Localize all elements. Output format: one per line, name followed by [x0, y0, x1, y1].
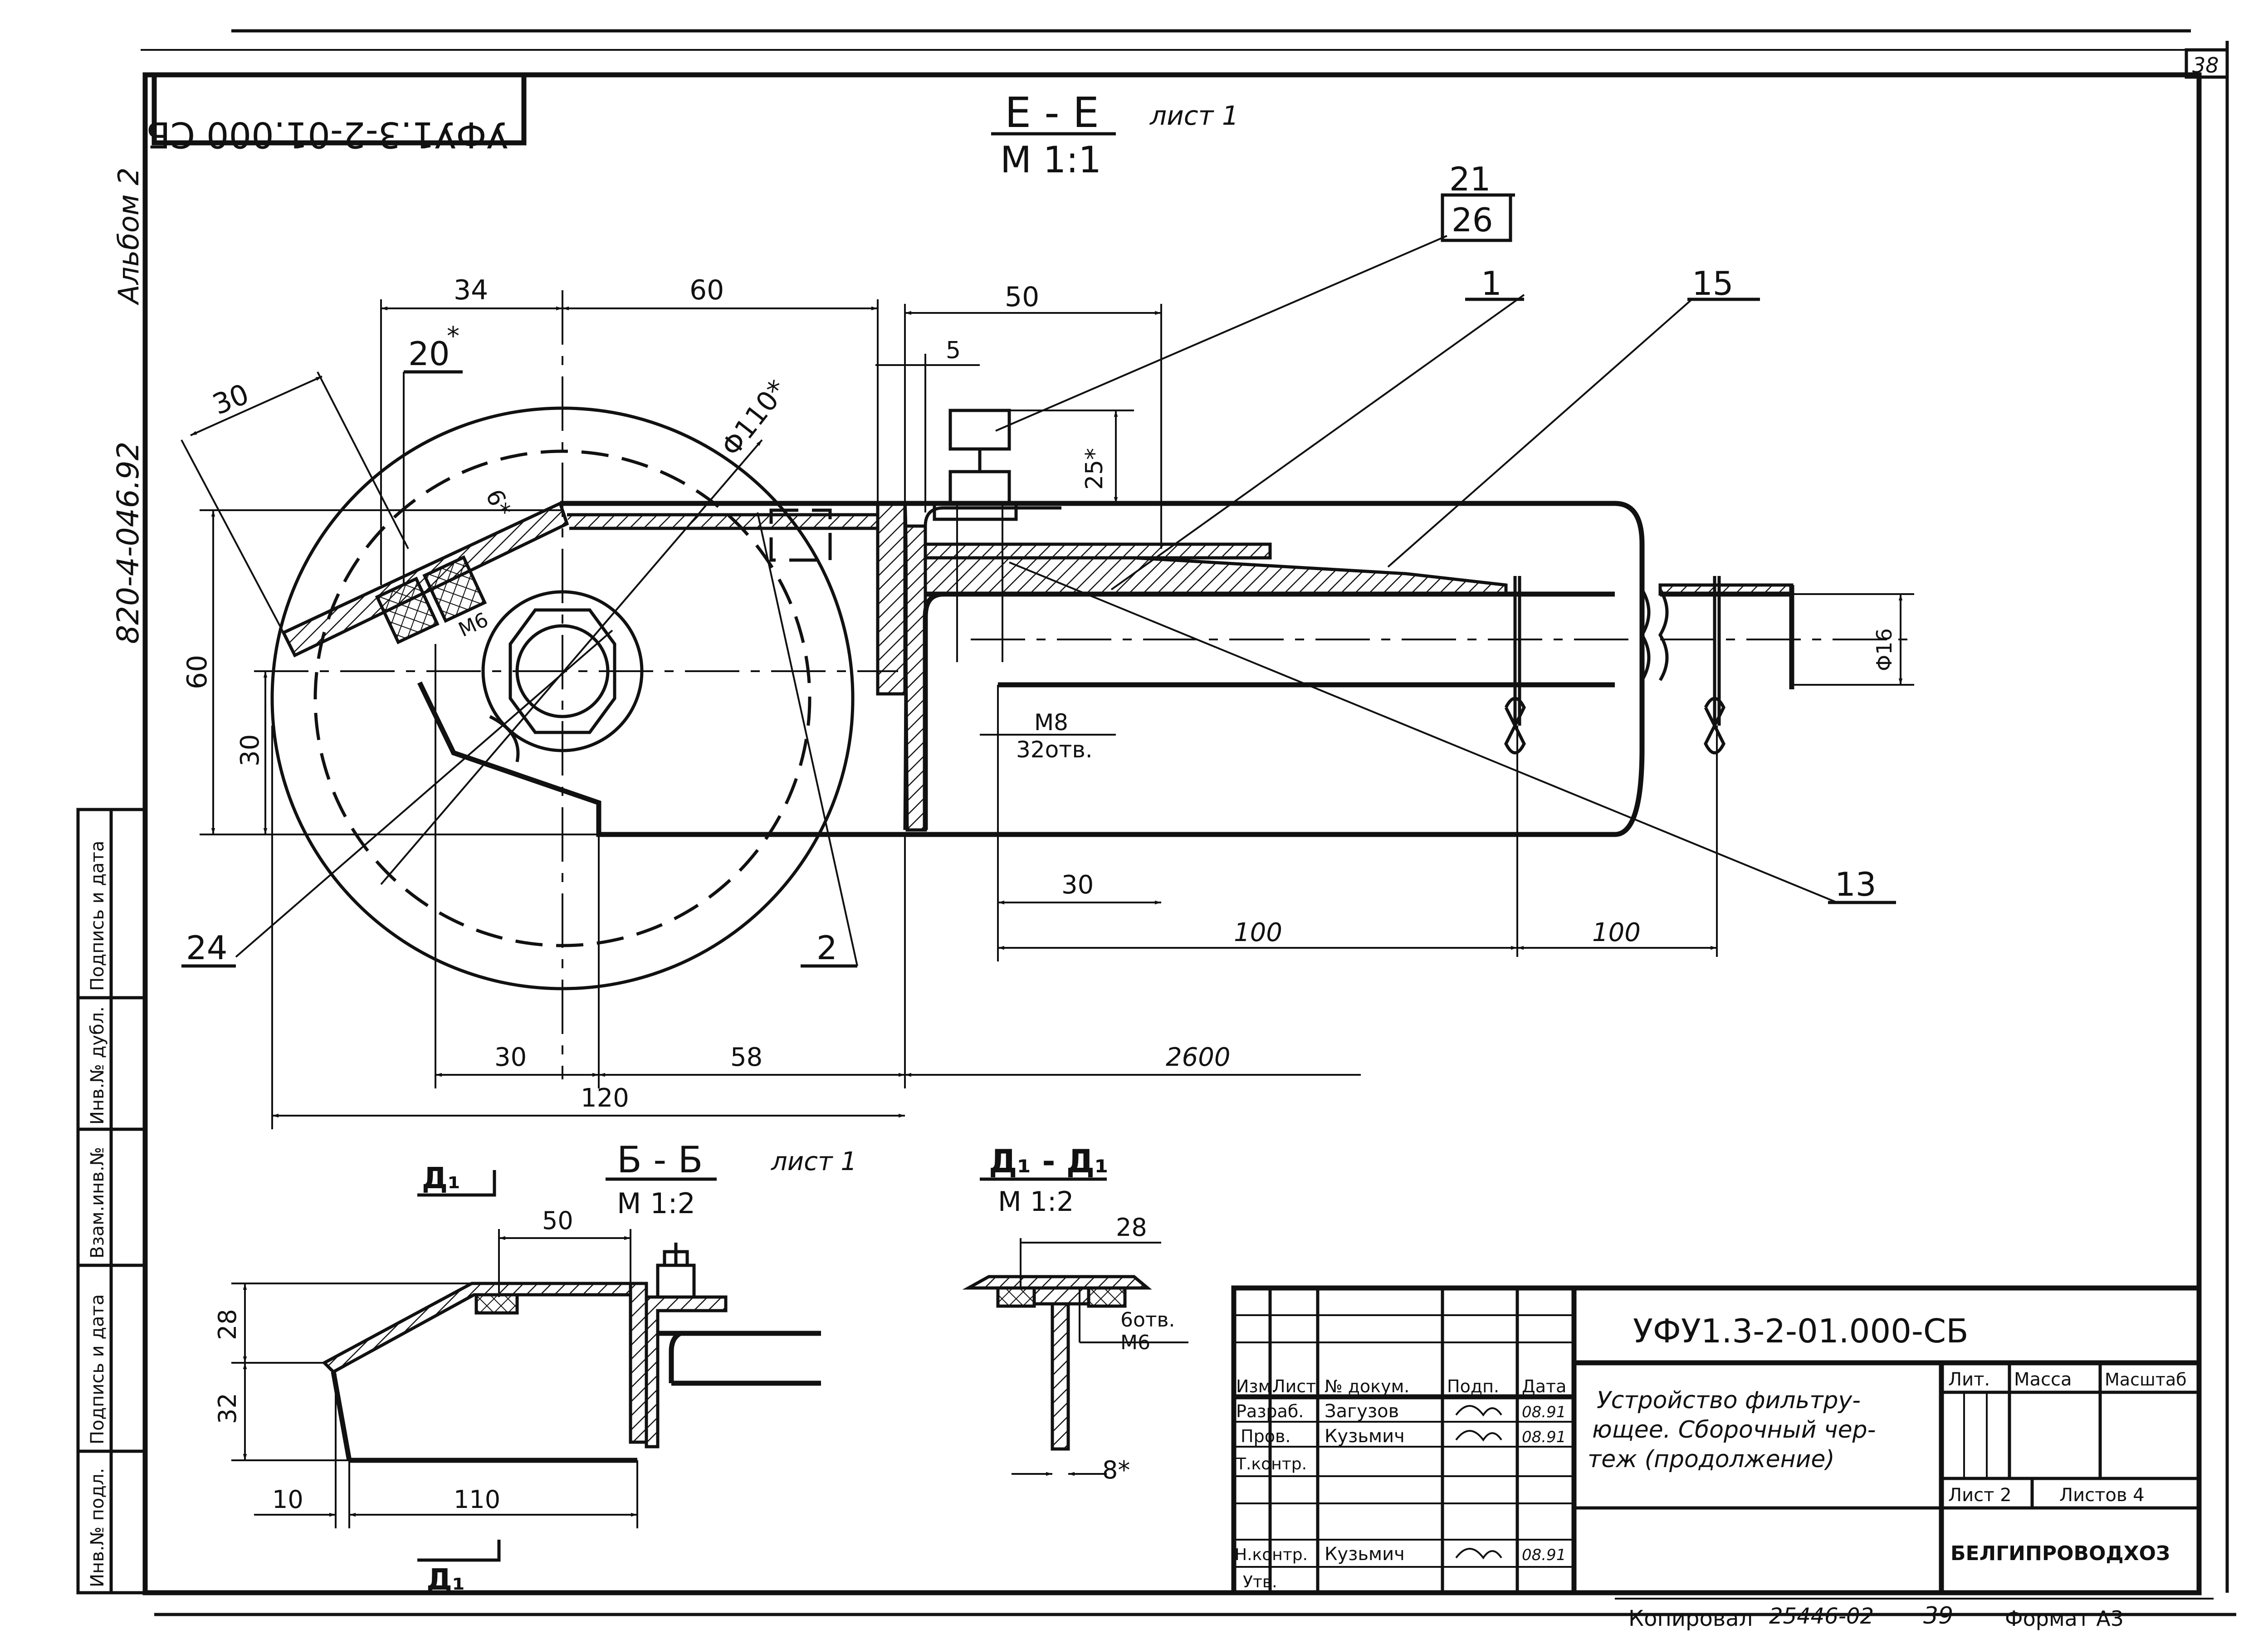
d1-mark-bottom: Д₁ — [426, 1563, 465, 1597]
svg-text:32: 32 — [213, 1393, 242, 1424]
callout-24: 24 — [186, 929, 228, 967]
tb-row-role: Разраб. — [1236, 1401, 1304, 1421]
section-bb-ref: лист 1 — [771, 1147, 857, 1176]
archive-code: 820-4-046.92 — [111, 441, 146, 644]
svg-text:60: 60 — [689, 274, 724, 306]
svg-text:60: 60 — [181, 655, 213, 689]
callout-2: 2 — [816, 929, 837, 967]
footer-copied: Копировал — [1628, 1606, 1753, 1631]
tb-mass: Масса — [2014, 1369, 2072, 1390]
tb-sheets: Листов 4 — [2059, 1485, 2145, 1506]
tb-row-role: Пров. — [1241, 1426, 1290, 1446]
footer-copied-num: 25446-02 — [1769, 1604, 1874, 1629]
tb-title-line-2: ющее. Сборочный чер- — [1592, 1416, 1876, 1444]
callout-20-star: * — [447, 322, 459, 351]
callouts: 21 26 1 15 13 2 24 20 * — [181, 160, 1896, 968]
section-bb-label: Б - Б — [617, 1139, 703, 1181]
svg-text:100: 100 — [1592, 918, 1641, 947]
svg-text:30: 30 — [494, 1043, 527, 1072]
svg-text:34: 34 — [454, 274, 488, 306]
title-block: Изм. Лист № докум. Подп. Дата Разраб. За… — [1231, 1285, 2202, 1595]
tb-row-date: 08.91 — [1522, 1428, 1566, 1446]
side-strip-sign-1: Подпись и дата — [87, 1294, 108, 1444]
tb-title-line-1: Устройство фильтру- — [1597, 1387, 1861, 1414]
section-ee-title: Е - Е М 1:1 лист 1 — [991, 88, 1239, 181]
svg-text:30: 30 — [235, 734, 265, 766]
tb-row-name: Кузьмич — [1325, 1544, 1405, 1565]
side-strip: Инв.№ подл. Подпись и дата Взам.инв.№ Ин… — [76, 808, 147, 1595]
svg-text:100: 100 — [1234, 918, 1282, 947]
svg-text:30: 30 — [1061, 870, 1094, 900]
svg-text:30: 30 — [208, 377, 254, 421]
svg-text:8*: 8* — [1102, 1456, 1130, 1484]
section-dd-label: Д₁ - Д₁ — [989, 1143, 1109, 1180]
svg-text:М 1:1: М 1:1 — [1000, 139, 1101, 181]
svg-text:120: 120 — [581, 1083, 629, 1113]
svg-text:6*: 6* — [480, 485, 516, 521]
callout-26: 26 — [1452, 201, 1493, 239]
svg-text:Е - Е: Е - Е — [1005, 88, 1099, 137]
svg-text:58: 58 — [730, 1043, 763, 1072]
tb-org: БЕЛГИПРОВОДХОЗ — [1950, 1542, 2170, 1565]
callout-21: 21 — [1449, 160, 1491, 198]
section-dd-scale: М 1:2 — [998, 1186, 1074, 1218]
tb-header-list: Лист — [1272, 1376, 1316, 1396]
tb-header-doc: № докум. — [1325, 1376, 1409, 1396]
tb-row-date: 08.91 — [1522, 1403, 1566, 1421]
callout-1: 1 — [1481, 264, 1502, 302]
side-strip-inv-podl: Инв.№ подл. — [87, 1468, 108, 1587]
d1-mark-top: Д₁ — [422, 1162, 460, 1195]
svg-text:28: 28 — [213, 1309, 242, 1340]
svg-text:М8: М8 — [1034, 709, 1068, 736]
svg-text:50: 50 — [542, 1206, 573, 1235]
svg-text:М6: М6 — [1120, 1331, 1150, 1354]
tb-header-izm: Изм. — [1236, 1376, 1276, 1396]
callout-15: 15 — [1692, 264, 1734, 302]
tb-lit: Лит. — [1948, 1369, 1990, 1390]
tb-header-sign: Подп. — [1447, 1376, 1499, 1396]
footer: Копировал 25446-02 39 Формат А3 — [1628, 1602, 2124, 1631]
sheet-frame: 38 — [141, 29, 2236, 1616]
footer-page: 39 — [1923, 1602, 1953, 1629]
svg-text:32отв.: 32отв. — [1016, 737, 1093, 763]
section-dd: Д₁ - Д₁ М 1:2 28 6отв. М6 8* — [962, 1143, 1188, 1484]
tb-sheet: Лист 2 — [1948, 1485, 2012, 1506]
stamp-code: УФУ1.3-2-01.000 СБ — [146, 114, 508, 155]
section-bb-scale: М 1:2 — [617, 1187, 695, 1220]
footer-format: Формат А3 — [2005, 1606, 2124, 1631]
svg-text:6отв.: 6отв. — [1120, 1308, 1175, 1332]
album-label: Альбом 2 — [112, 167, 145, 306]
tb-row-role: Н.контр. — [1235, 1546, 1308, 1564]
tb-row-name: Кузьмич — [1325, 1426, 1405, 1447]
sheet-corner-number: 38 — [2192, 53, 2219, 78]
svg-text:5: 5 — [946, 337, 961, 364]
callout-20: 20 — [408, 335, 450, 373]
svg-text:лист 1: лист 1 — [1149, 100, 1239, 131]
svg-text:110: 110 — [454, 1485, 500, 1514]
tb-row-role: Т.контр. — [1236, 1455, 1307, 1473]
side-strip-dubl: Инв.№ дубл. — [87, 1006, 108, 1125]
tb-scale: Масштаб — [2105, 1370, 2187, 1390]
stamp-box: УФУ1.3-2-01.000 СБ — [146, 72, 527, 155]
dimensions-main: 34 60 50 5 30 Φ110* 6* М6 25* 60 30 М8 3… — [181, 274, 1914, 1129]
svg-text:Φ16: Φ16 — [1872, 628, 1897, 671]
svg-text:28: 28 — [1116, 1213, 1147, 1242]
callout-13: 13 — [1835, 865, 1877, 903]
tb-row-date: 08.91 — [1522, 1546, 1566, 1564]
svg-text:50: 50 — [1005, 281, 1039, 313]
side-strip-vzam: Взам.инв.№ — [87, 1147, 108, 1258]
tb-header-date: Дата — [1522, 1376, 1566, 1396]
tb-title-line-3: теж (продолжение) — [1588, 1446, 1835, 1473]
tb-designation: УФУ1.3-2-01.000-СБ — [1633, 1312, 1969, 1350]
main-view — [235, 235, 1914, 1079]
svg-text:10: 10 — [272, 1485, 303, 1514]
side-strip-sign-2: Подпись и дата — [87, 841, 108, 991]
svg-text:25*: 25* — [1081, 448, 1108, 490]
section-bb: Б - Б М 1:2 лист 1 Д₁ Д₁ 50 28 32 — [213, 1139, 857, 1597]
svg-text:2600: 2600 — [1166, 1043, 1231, 1072]
tb-row-role: Утв. — [1243, 1573, 1277, 1591]
tb-row-name: Загузов — [1325, 1401, 1399, 1422]
